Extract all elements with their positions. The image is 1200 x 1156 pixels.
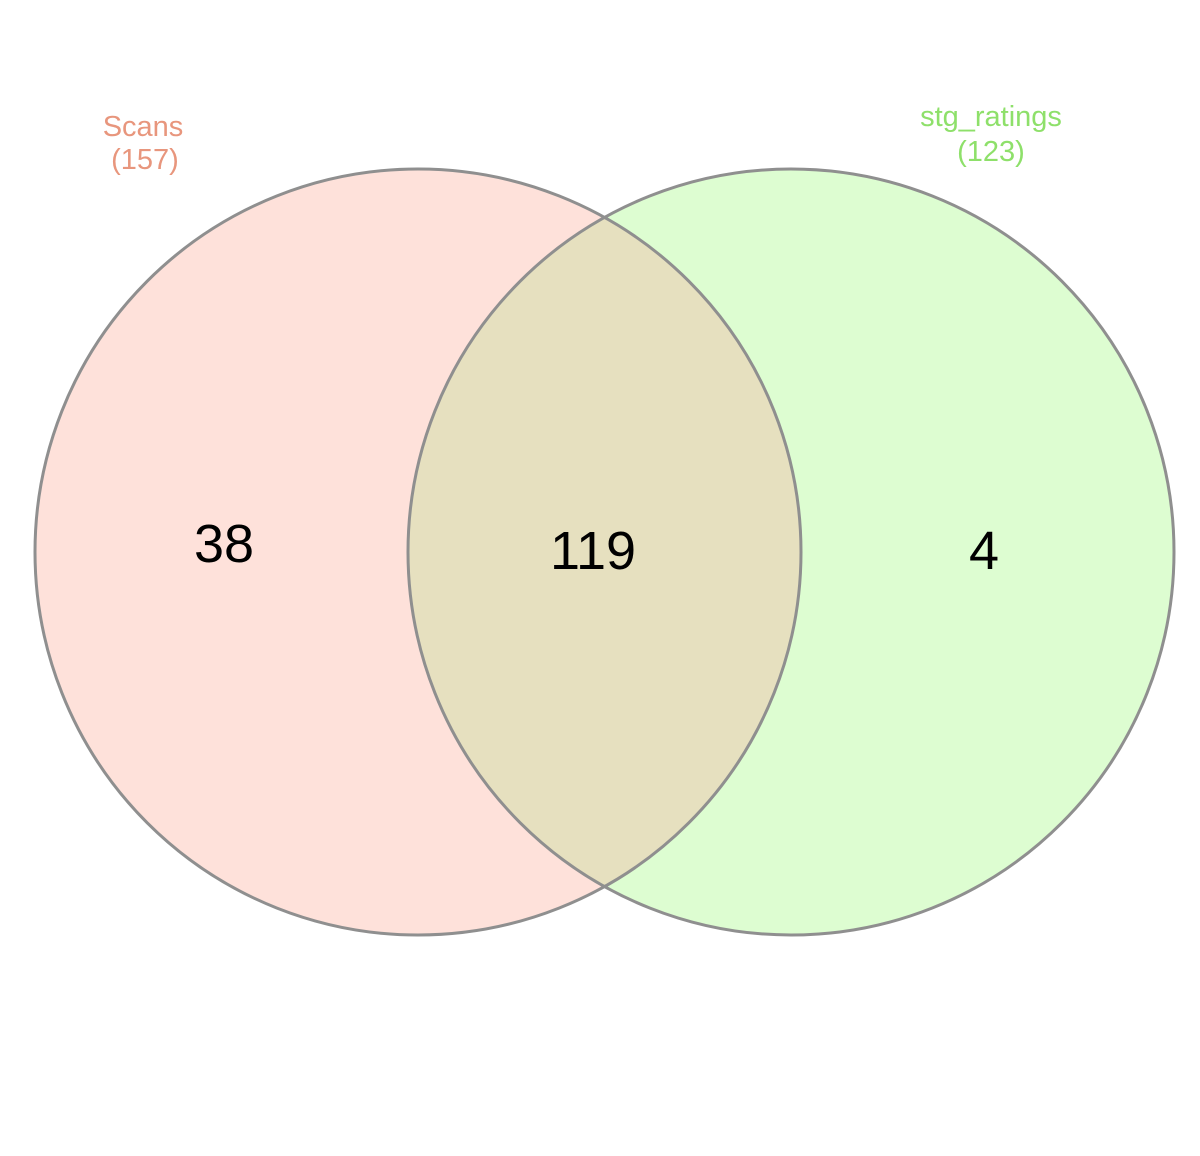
set-a-name: Scans bbox=[103, 111, 184, 143]
intersection-region bbox=[408, 169, 801, 935]
set-b-name: stg_ratings bbox=[920, 101, 1062, 133]
count-only-a: 38 bbox=[194, 514, 254, 574]
count-intersection: 119 bbox=[550, 521, 636, 581]
set-a-outline bbox=[33, 167, 803, 937]
set-b-total: (123) bbox=[957, 136, 1025, 168]
set-a-total: (157) bbox=[111, 144, 179, 176]
count-only-b: 4 bbox=[969, 521, 999, 581]
set-b-outline bbox=[406, 167, 1176, 937]
